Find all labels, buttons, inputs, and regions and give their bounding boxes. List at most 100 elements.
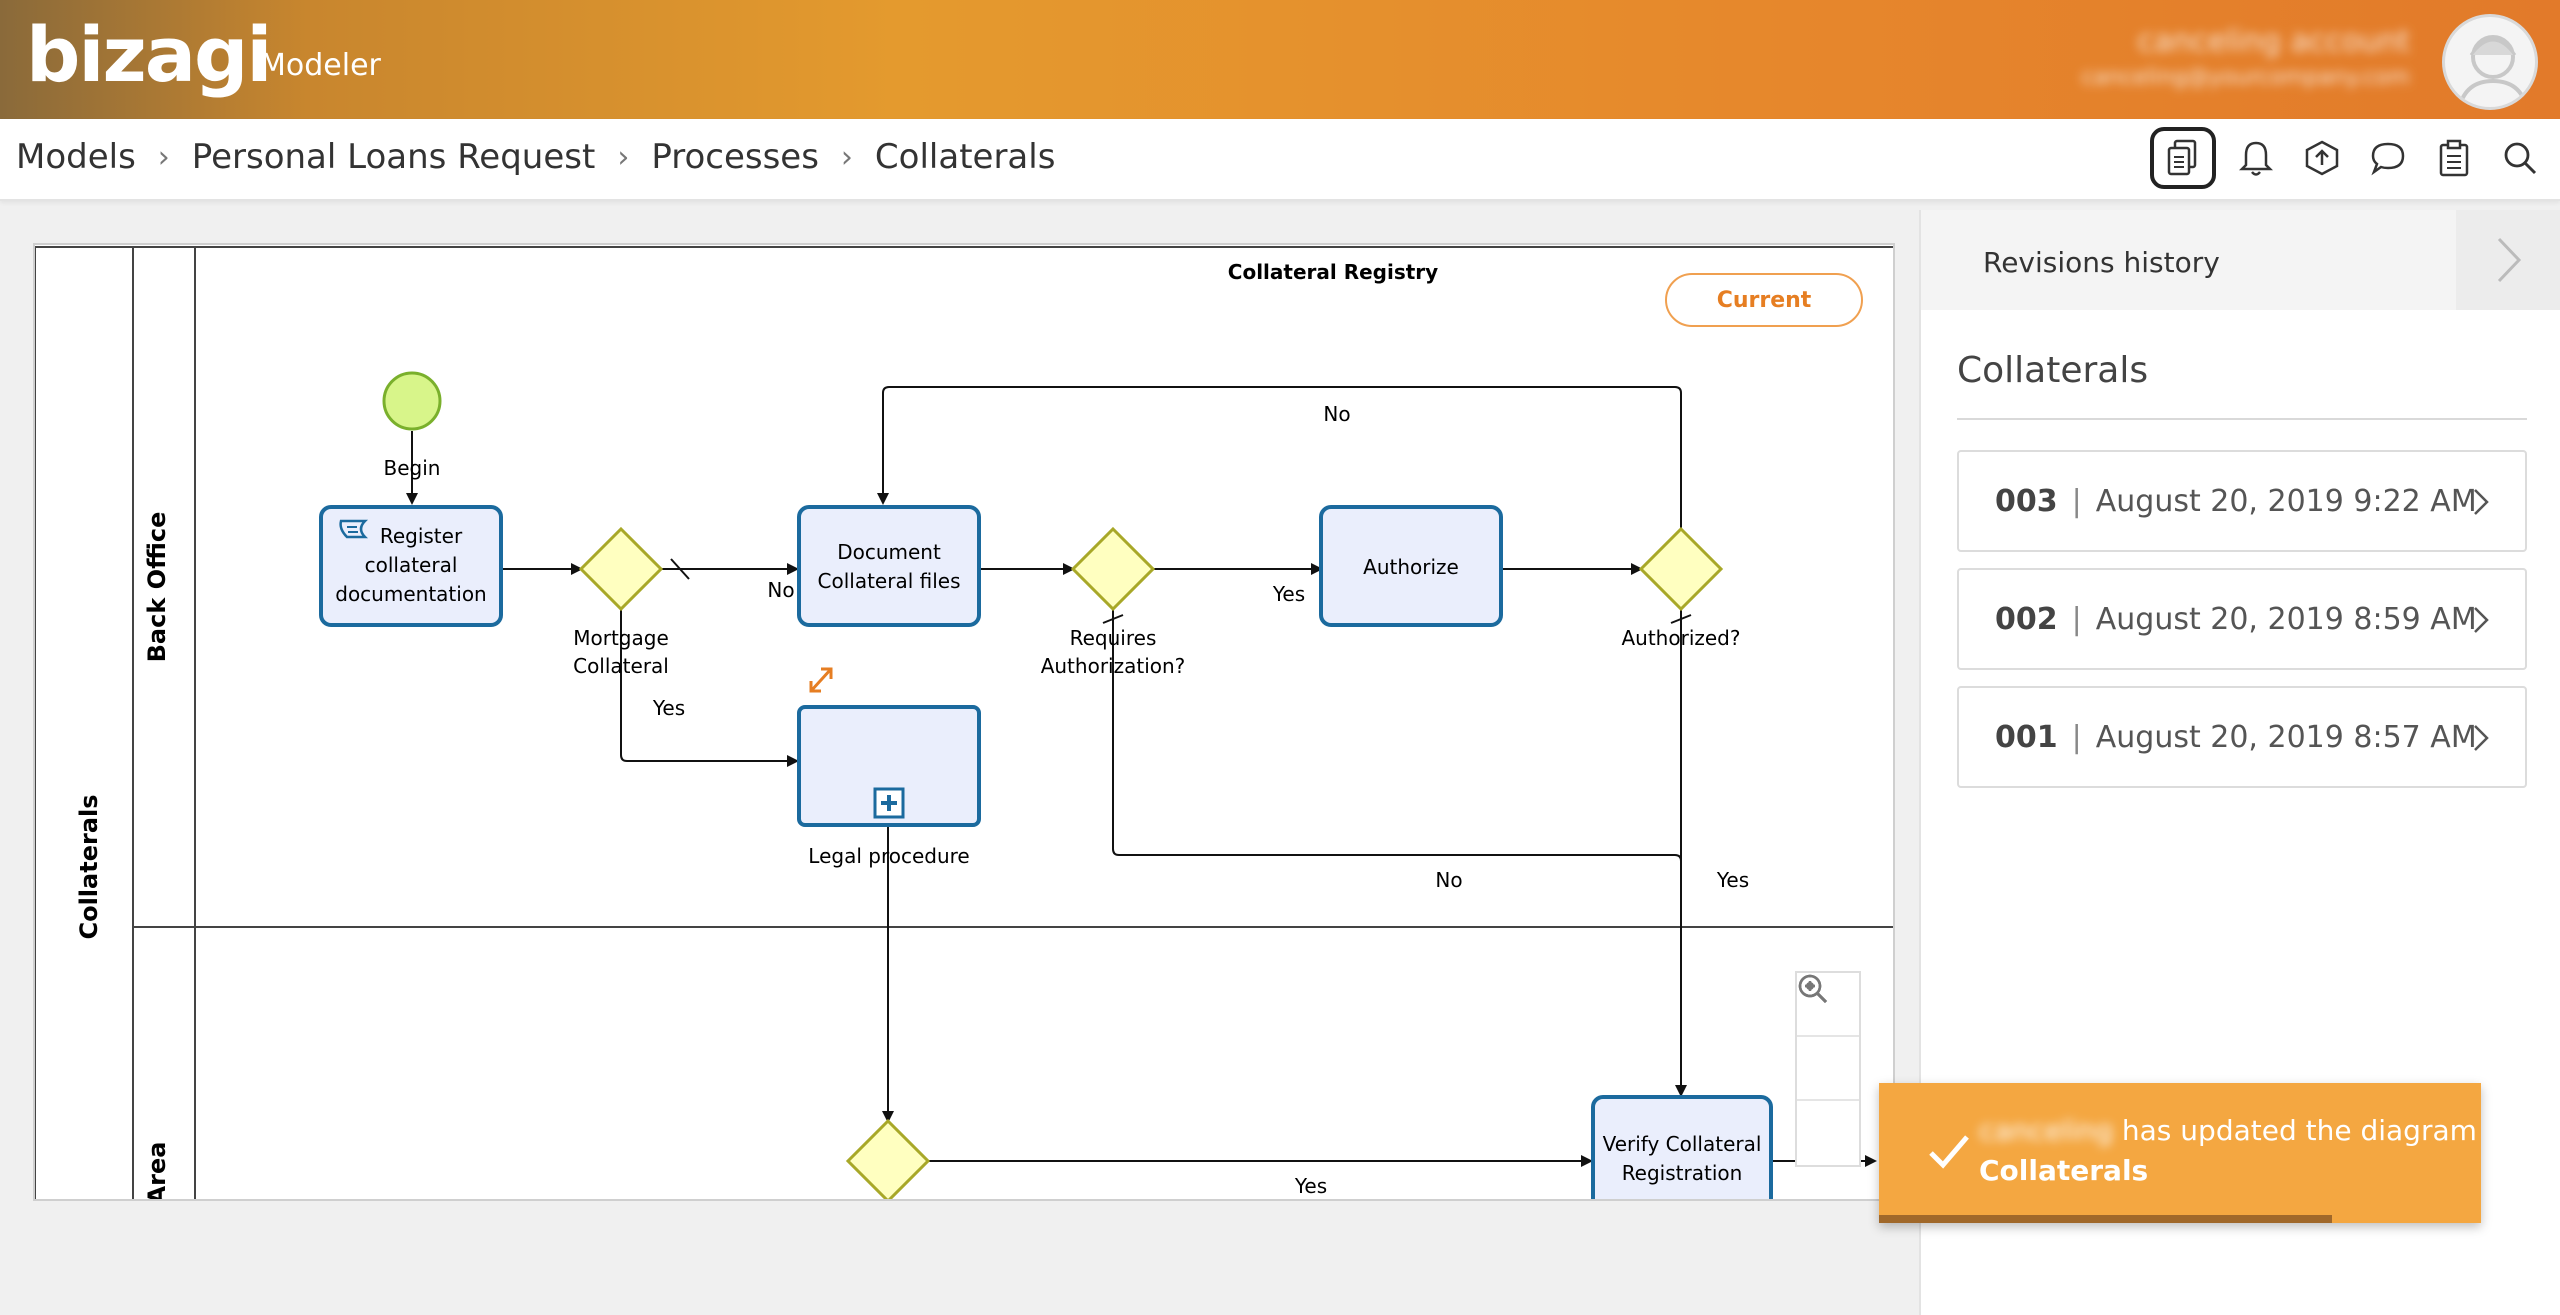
- task-document-label-2: Collateral files: [818, 569, 961, 593]
- gateway-authorized[interactable]: [1638, 526, 1724, 612]
- subprocess-legal-procedure[interactable]: [797, 705, 981, 827]
- account-info[interactable]: canceling account canceling@yourcompany.…: [2081, 24, 2410, 90]
- status-badge: Current: [1665, 273, 1863, 327]
- start-event[interactable]: [382, 371, 442, 431]
- separator: |: [2071, 483, 2082, 519]
- avatar[interactable]: [2442, 14, 2538, 110]
- task-verify-collateral-registration[interactable]: [1591, 1095, 1773, 1201]
- breadcrumb-bar: Models › Personal Loans Request › Proces…: [0, 119, 2560, 201]
- subprocess-marker-icon: [873, 787, 905, 819]
- revision-item[interactable]: 001 | August 20, 2019 8:57 AM: [1957, 686, 2527, 788]
- breadcrumb-models[interactable]: Models: [16, 137, 136, 177]
- breadcrumb: Models › Personal Loans Request › Proces…: [16, 137, 1055, 177]
- toast-text: has updated the diagram: [2113, 1114, 2477, 1147]
- comment-icon: [2371, 142, 2405, 176]
- revision-number: 003: [1995, 483, 2058, 519]
- task-document-collateral[interactable]: [797, 505, 981, 627]
- flow-authorized-document: [877, 386, 1682, 529]
- gateway-area[interactable]: [845, 1118, 931, 1201]
- divider: [1957, 418, 2527, 420]
- chevron-right-icon: [2474, 725, 2489, 751]
- toast-target: Collaterals: [1979, 1154, 2149, 1187]
- start-event-label: Begin: [384, 456, 441, 480]
- task-register-label-2: collateral: [365, 553, 458, 577]
- toolbar: [2150, 127, 2546, 189]
- plus-icon: [881, 795, 897, 811]
- breadcrumb-processes[interactable]: Processes: [651, 137, 819, 177]
- revision-date: August 20, 2019 9:22 AM: [2095, 483, 2477, 519]
- task-register-label-3: documentation: [335, 582, 486, 606]
- check-icon: [1929, 1135, 1969, 1169]
- gateway-requires-label-1: Requires: [1070, 626, 1157, 650]
- task-document-label-1: Document: [837, 540, 941, 564]
- revisions-panel-title: Revisions history: [1983, 246, 2220, 279]
- separator: |: [2071, 719, 2082, 755]
- chevron-right-icon: [2497, 237, 2522, 283]
- lane-label-area: Area: [143, 1142, 171, 1201]
- flow-label-yes: Yes: [1272, 582, 1305, 606]
- account-name: canceling account: [2137, 24, 2410, 59]
- diagram-canvas[interactable]: Collaterals Back Office Area Collateral …: [33, 243, 1895, 1201]
- task-register-label-1: Register: [380, 524, 463, 548]
- revisions-button[interactable]: [2150, 127, 2216, 189]
- chevron-right-icon: [2474, 489, 2489, 515]
- subprocess-legal-label: Legal procedure: [808, 844, 969, 868]
- toast-user: canceling: [1979, 1114, 2113, 1147]
- flow-label-yes: Yes: [1716, 868, 1749, 892]
- task-authorize-label: Authorize: [1363, 555, 1459, 579]
- zoom-reset-button[interactable]: [1797, 974, 1859, 1101]
- publish-button[interactable]: [2296, 128, 2348, 188]
- script-task-icon: [339, 519, 369, 539]
- notifications-button[interactable]: [2230, 128, 2282, 188]
- toast-notification[interactable]: canceling has updated the diagram Collat…: [1879, 1083, 2481, 1223]
- gateway-mortgage-collateral[interactable]: [578, 526, 664, 612]
- account-email: canceling@yourcompany.com: [2081, 65, 2410, 90]
- breadcrumb-current: Collaterals: [874, 137, 1056, 177]
- gateway-requires-label-2: Authorization?: [1041, 654, 1186, 678]
- task-verify-label-2: Registration: [1622, 1161, 1743, 1185]
- revision-date: August 20, 2019 8:57 AM: [2095, 719, 2477, 755]
- flow-label-no: No: [1435, 868, 1462, 892]
- revisions-model-name: Collaterals: [1957, 350, 2149, 391]
- revision-date: August 20, 2019 8:59 AM: [2095, 601, 2477, 637]
- gateway-mortgage-label-1: Mortgage: [573, 626, 669, 650]
- search-icon: [2504, 142, 2537, 175]
- product-name: Modeler: [260, 48, 381, 83]
- revision-number: 001: [1995, 719, 2058, 755]
- top-header: bizagi Modeler canceling account canceli…: [0, 0, 2560, 119]
- revisions-panel-header: Revisions history: [1921, 210, 2560, 310]
- task-verify-label-1: Verify Collateral: [1603, 1132, 1762, 1156]
- task-authorize[interactable]: [1319, 505, 1503, 627]
- bizagi-logo: bizagi: [26, 10, 272, 99]
- revision-item[interactable]: 002 | August 20, 2019 8:59 AM: [1957, 568, 2527, 670]
- gateway-requires-authorization[interactable]: [1070, 526, 1156, 612]
- chevron-right-icon: [2474, 607, 2489, 633]
- comments-button[interactable]: [2362, 128, 2414, 188]
- bell-icon: [2239, 141, 2273, 176]
- gateway-mortgage-label-2: Collateral: [573, 654, 669, 678]
- flow-label-no: No: [1323, 402, 1350, 426]
- lane-label-back-office: Back Office: [143, 512, 171, 663]
- revisions-icon: [2167, 139, 2197, 176]
- zoom-out-button[interactable]: [1797, 974, 1859, 1165]
- chevron-right-icon: ›: [157, 139, 170, 175]
- revision-number: 002: [1995, 601, 2058, 637]
- breadcrumb-model[interactable]: Personal Loans Request: [191, 137, 596, 177]
- revision-item[interactable]: 003 | August 20, 2019 9:22 AM: [1957, 450, 2527, 552]
- publish-icon: [2305, 140, 2339, 176]
- clipboard-icon: [2439, 139, 2469, 177]
- diagram-header-title: Collateral Registry: [1228, 260, 1438, 284]
- tasks-button[interactable]: [2428, 128, 2480, 188]
- toast-progress-bar: [1879, 1215, 2332, 1223]
- flow-label-yes: Yes: [652, 696, 685, 720]
- collapse-panel-button[interactable]: [2456, 210, 2560, 310]
- chevron-right-icon: ›: [617, 139, 630, 175]
- zoom-out-icon: [1798, 974, 1828, 1004]
- pool-label: Collaterals: [75, 794, 103, 939]
- bpmn-diagram: Collaterals Back Office Area Collateral …: [35, 246, 1893, 1201]
- search-button[interactable]: [2494, 128, 2546, 188]
- user-avatar-icon: [2457, 35, 2529, 107]
- toast-message: canceling has updated the diagram Collat…: [1979, 1111, 2477, 1191]
- expand-icon[interactable]: [809, 667, 833, 693]
- flow-mortgage-legal: [620, 609, 799, 767]
